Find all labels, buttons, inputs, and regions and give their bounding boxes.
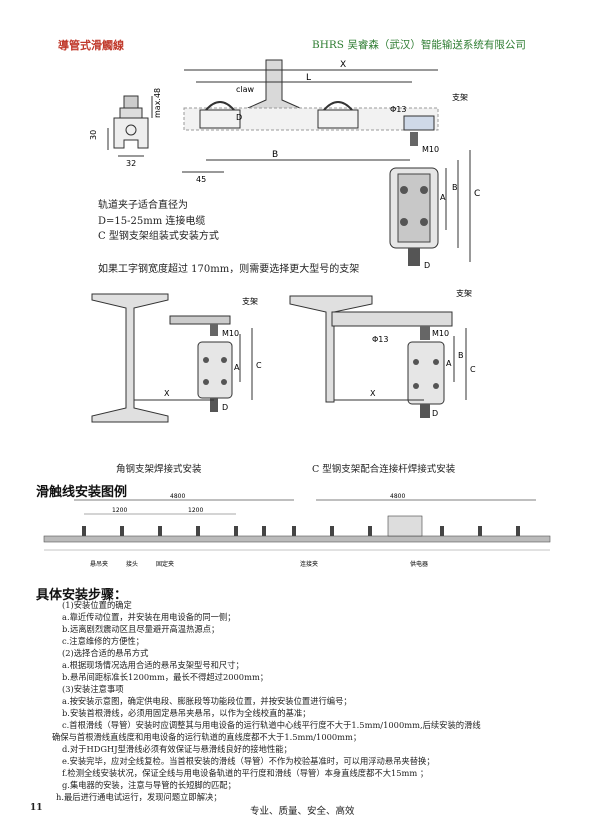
dim-a-top: A: [440, 193, 446, 202]
label-d-top: D: [236, 113, 242, 122]
install-label-joint: 接头: [126, 560, 138, 568]
step-line: f.检测全线安装状况，保证全线与用电设备轨道的平行度和滑线（导管）本身直线度都不…: [62, 768, 429, 778]
label-claw: claw: [236, 85, 255, 94]
step-line: b.安装首根滑线，必须用固定悬吊夹悬吊，以作为全线校直的基准；: [62, 708, 311, 718]
label-bracket-top: 支架: [452, 92, 468, 102]
note-line-1: 轨道夹子适合直径为: [98, 200, 188, 211]
mid-left-d: D: [222, 403, 228, 412]
label-m10-top: M10: [422, 145, 439, 154]
install-label-connector: 连接夹: [300, 560, 318, 568]
install-label-fixed-clamp: 固定夹: [156, 560, 174, 568]
step-line: a.靠近传动位置，并安装在用电设备的同一侧；: [62, 612, 236, 622]
rail-profile: [183, 59, 439, 131]
mid-right-b: B: [458, 351, 464, 360]
note-line-3: C 型钢支架组装式安装方式: [98, 231, 219, 242]
caption-c-steel-bracket: C 型钢支架配合连接杆焊接式安装: [312, 464, 456, 475]
mid-left-x: X: [164, 389, 170, 398]
step-line: (3)安装注意事项: [62, 684, 124, 694]
mid-left-m10: M10: [222, 329, 239, 338]
step-line: c.首根滑线（导管）安装时应调整其与用电设备的运行轨道中心线平行度不大于1.5m…: [62, 720, 481, 730]
mid-right-d: D: [432, 409, 438, 418]
dim-30: 30: [89, 130, 98, 140]
page-number: 11: [30, 803, 43, 813]
step-line: (1)安装位置的确定: [62, 600, 132, 610]
notes-block: 轨道夹子适合直径为 D=15-25mm 连接电缆 C 型钢支架组装式安装方式: [98, 198, 219, 245]
header-company: BHRS 吴睿森（武汉）智能输送系统有限公司: [312, 37, 526, 52]
clamp-profile: [107, 95, 153, 157]
mid-right-phi13: Φ13: [372, 335, 388, 344]
step-line: e.安装完毕，应对全线复检。当首根安装的滑线（导管）不作为校验基准时，可以用浮动…: [62, 756, 435, 766]
mounting-drawings: 支架 M10 A C X D 支架 M10 Φ13 A B C X D: [91, 288, 476, 423]
step-line: a.根据现场情况选用合适的悬吊支架型号和尺寸；: [62, 660, 244, 670]
install-dim-4800-left: 4800: [170, 493, 185, 500]
mid-right-c: C: [470, 365, 476, 374]
section-title-install: 滑触线安装图例: [36, 485, 128, 500]
angle-bracket-drawing: 支架 M10 A C X D: [91, 293, 262, 423]
step-line: a.按安装示意图，确定供电段、膨胀段等功能段位置，并按安装位置进行编号；: [62, 696, 352, 706]
install-label-feeder: 供电器: [410, 560, 428, 568]
dim-32: 32: [126, 159, 136, 168]
mid-right-m10: M10: [432, 329, 449, 338]
step-line: h.最后进行通电试运行，发现问题立即解决；: [56, 792, 222, 802]
step-line: b.悬吊间距标准长1200mm，最长不得超过2000mm；: [62, 672, 269, 682]
step-line: d.对于HDGHJ型滑线必须有效保证与悬滑线良好的接地性能；: [62, 744, 292, 754]
dim-b-side: B: [452, 183, 458, 192]
step-line: b.远离剧烈震动区且尽量避开高温热源点；: [62, 624, 220, 634]
top-technical-drawing: 30 max.48 32 X L claw D Φ13 支架 B 45 M10 …: [89, 59, 480, 270]
install-dim-4800-right: 4800: [390, 493, 405, 500]
caption-angle-bracket: 角钢支架焊接式安装: [116, 464, 202, 475]
mid-right-a: A: [446, 359, 452, 368]
footer-slogan: 专业、质量、安全、高效: [250, 806, 355, 817]
label-d-side: D: [424, 261, 430, 270]
dim-max48: max.48: [153, 88, 162, 118]
label-phi13: Φ13: [390, 105, 406, 114]
dim-45: 45: [196, 175, 206, 184]
step-line: c.注意维修的方便性；: [62, 636, 144, 646]
section-title-steps: 具体安装步骤：: [36, 588, 128, 603]
dim-x: X: [340, 60, 346, 70]
install-layout-drawing: 4800 4800 1200 1200 悬吊夹 接头 固定夹 连接夹 供电器: [43, 493, 551, 568]
mid-right-x: X: [370, 389, 376, 398]
mid-right-bracket: 支架: [456, 288, 472, 298]
brand-logo-text: BHRS: [312, 39, 344, 51]
dim-l: L: [306, 73, 311, 83]
c-steel-bracket-drawing: 支架 M10 Φ13 A B C X D: [289, 288, 476, 418]
note-line-2: D=15-25mm 连接电缆: [98, 215, 206, 227]
step-line: 确保与首根滑线直线度和用电设备的运行轨道的直线度都不大于1.5mm/1000mm…: [52, 732, 362, 742]
dim-c-top: C: [474, 189, 480, 199]
company-name: 吴睿森（武汉）智能输送系统有限公司: [347, 39, 526, 51]
install-label-hanger: 悬吊夹: [90, 560, 108, 568]
step-line: g.集电器的安装，注意与导管的长短脚的匹配；: [62, 780, 236, 790]
mid-left-c: C: [256, 361, 262, 370]
steps-list: (1)安装位置的确定 a.靠近传动位置，并安装在用电设备的同一侧； b.远离剧烈…: [52, 599, 582, 803]
collector-side-view: M10 A B C D: [389, 132, 480, 270]
header-title: 導管式滑觸線: [58, 39, 124, 52]
mid-left-a: A: [234, 363, 240, 372]
install-dim-1200-a: 1200: [112, 507, 127, 514]
install-dim-1200-b: 1200: [188, 507, 203, 514]
mid-left-bracket: 支架: [242, 296, 258, 306]
step-line: (2)选择合适的悬吊方式: [62, 648, 149, 658]
dim-b-top: B: [272, 150, 278, 160]
note-line-4: 如果工字钢宽度超过 170mm，则需要选择更大型号的支架: [98, 264, 360, 275]
